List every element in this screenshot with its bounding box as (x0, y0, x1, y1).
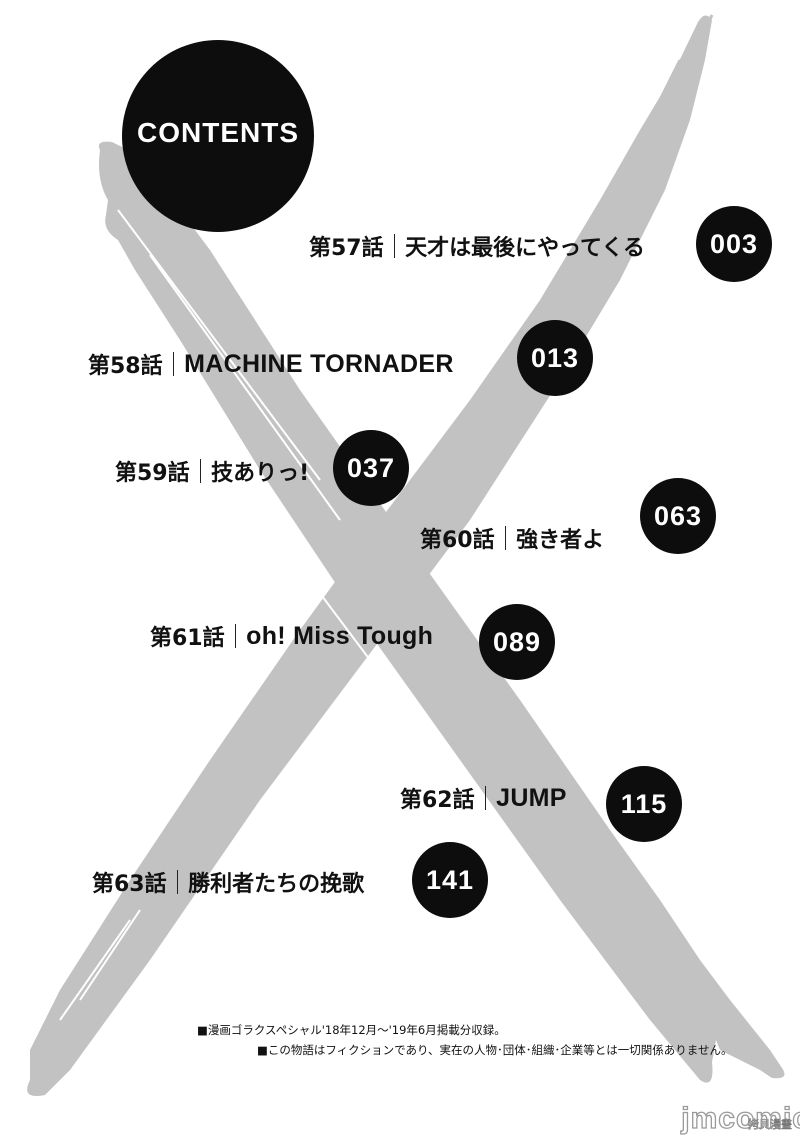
chapter-number: 第63話 (92, 872, 167, 897)
page-number-badge[interactable]: 013 (517, 320, 593, 396)
page-number-badge[interactable]: 115 (606, 766, 682, 842)
page-number: 089 (492, 626, 542, 657)
chapter-number: 第58話 (88, 354, 163, 379)
toc-entry-58[interactable]: 第58話 MACHINE TORNADER (88, 348, 454, 380)
separator (234, 624, 237, 648)
page-number-badge[interactable]: 003 (696, 206, 772, 282)
page-number-badge[interactable]: 037 (333, 430, 409, 506)
separator (393, 234, 396, 258)
watermark-logo: jmcomic (681, 1101, 800, 1135)
fiction-disclaimer: ■この物語はフィクションであり、実在の人物･団体･組織･企業等とは一切関係ありま… (257, 1043, 733, 1057)
toc-entry-59[interactable]: 第59話 技ありっ! (115, 455, 309, 487)
publication-note: ■漫画ゴラクスペシャル'18年12月～'19年6月掲載分収録。 (197, 1023, 506, 1037)
separator (504, 526, 507, 550)
chapter-title: oh! Miss Tough (246, 621, 434, 650)
separator (484, 786, 487, 810)
page-number: 141 (425, 864, 475, 895)
toc-entry-63[interactable]: 第63話 勝利者たちの挽歌 (92, 866, 364, 898)
toc-entry-61[interactable]: 第61話 oh! Miss Tough (150, 620, 433, 652)
contents-heading: CONTENTS (137, 117, 299, 148)
chapter-number: 第61話 (150, 626, 225, 651)
contents-heading-badge: CONTENTS (122, 40, 314, 232)
page-number-badge[interactable]: 089 (479, 604, 555, 680)
chapter-number: 第59話 (115, 461, 190, 486)
page-number: 037 (346, 452, 396, 483)
chapter-number: 第62話 (400, 788, 475, 813)
chapter-title: 強き者よ (516, 528, 605, 553)
toc-entry-62[interactable]: 第62話 JUMP (400, 782, 567, 814)
watermark: jmcomic 拷貝漫畫 (681, 1101, 800, 1136)
chapter-number: 第60話 (420, 528, 495, 553)
separator (172, 352, 175, 376)
watermark-subtitle: 拷貝漫畫 (748, 1118, 793, 1132)
page-number-badge[interactable]: 141 (412, 842, 488, 918)
page-number: 063 (653, 500, 703, 531)
chapter-title: 天才は最後にやってくる (405, 236, 645, 261)
page-number-badge[interactable]: 063 (640, 478, 716, 554)
page-number: 013 (530, 342, 580, 373)
chapter-number: 第57話 (309, 236, 384, 261)
page-number: 003 (709, 228, 759, 259)
toc-entry-60[interactable]: 第60話 強き者よ (420, 522, 604, 554)
chapter-title: MACHINE TORNADER (184, 349, 454, 378)
separator (199, 459, 202, 483)
chapter-title: 技ありっ! (211, 461, 310, 486)
separator (176, 870, 179, 894)
chapter-title: 勝利者たちの挽歌 (188, 872, 365, 897)
chapter-title: JUMP (496, 783, 567, 812)
toc-entry-57[interactable]: 第57話 天才は最後にやってくる (309, 230, 645, 262)
page-number: 115 (620, 788, 668, 819)
